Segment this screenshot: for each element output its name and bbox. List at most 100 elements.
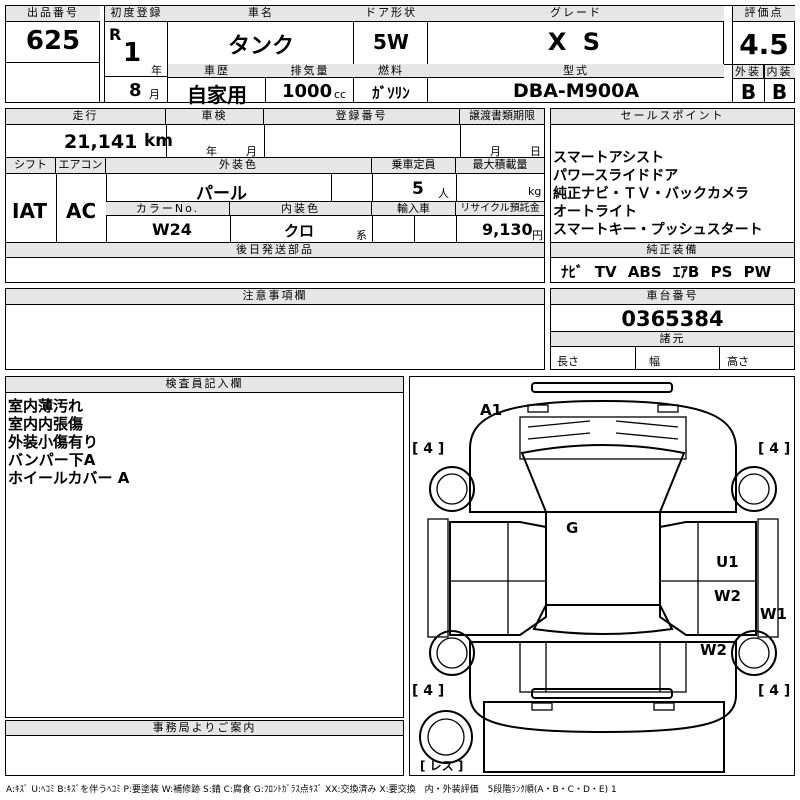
spec-label: 諸元: [551, 332, 794, 347]
mileage-value: 21,141: [64, 131, 138, 153]
damage-mark-u1: U1: [716, 553, 739, 571]
damage-mark-w1: W1: [760, 605, 787, 623]
ac-label: エアコン: [56, 158, 106, 174]
displacement-value: 1000: [282, 81, 333, 102]
sales-label: セールスポイント: [551, 109, 794, 125]
equip-item: ﾅﾋﾞ: [561, 263, 584, 281]
sales-points: セールスポイント スマートアシスト パワースライドドア 純正ナビ・ＴＶ・バックカ…: [550, 108, 795, 283]
first-reg-label: 初度登録: [105, 6, 168, 22]
type-value: DBA-M900A: [512, 80, 640, 102]
tire-tread-front-left: [ 4 ]: [412, 441, 445, 457]
person-unit: 人: [438, 187, 449, 200]
era-mark: R: [109, 25, 122, 44]
max-load-label: 最大積載量: [456, 158, 544, 174]
inspector-section: 検査員記入欄 室内薄汚れ 室内内張傷 外装小傷有り バンパー下A ホイールカバー…: [5, 376, 404, 718]
insp-year-unit: 年: [206, 145, 217, 158]
fuel-label: 燃料: [354, 64, 428, 78]
inspector-note-4: バンパー下A: [8, 451, 96, 469]
equip-list: ﾅﾋﾞ TV ABS ｴｱB PS PW: [561, 261, 771, 282]
inspector-note-1: 室内薄汚れ: [8, 397, 84, 415]
mileage-label: 走行: [6, 109, 166, 125]
import-label: 輸入車: [372, 202, 456, 216]
tire-tread-front-right: [ 4 ]: [758, 441, 791, 457]
score-value: 4.5: [739, 28, 789, 61]
width-label: 幅: [649, 355, 660, 368]
notes-label: 注意事項欄: [6, 289, 544, 305]
chassis-label: 車台番号: [551, 289, 794, 305]
chassis-number: 0365384: [621, 307, 724, 331]
model-name: タンク: [227, 34, 294, 59]
month-unit: 月: [149, 88, 160, 101]
tire-tread-rear-right: [ 4 ]: [758, 683, 791, 699]
sales-item-1: スマートアシスト: [553, 150, 665, 166]
inspector-note-3: 外装小傷有り: [8, 433, 99, 451]
later-parts-label: 後日発送部品: [6, 243, 544, 258]
color-no-label: カラーNo.: [106, 202, 230, 216]
lot-label: 出品番号: [6, 6, 100, 22]
exterior-label: 外装: [733, 65, 764, 79]
interior-grade: B: [771, 80, 788, 104]
notes-section: 注意事項欄: [5, 288, 545, 370]
inspection-label: 車検: [166, 109, 264, 125]
damage-diagram: A1 G U1 W2 W1 W2 [ 4 ] [ 4 ] [ 4 ] [ 4 ]…: [409, 376, 795, 776]
chassis-section: 車台番号 0365384 諸元 長さ 幅 高さ: [550, 288, 795, 370]
office-section: 事務局よりご案内: [5, 720, 404, 776]
fuel-value: ｶﾞｿﾘﾝ: [372, 84, 410, 102]
history-value: 自家用: [187, 83, 247, 107]
kei-unit: 系: [356, 229, 367, 242]
door-value: 5W: [373, 30, 409, 54]
reg-year: 1: [123, 38, 142, 68]
sales-item-3: 純正ナビ・ＴＶ・バックカメラ: [553, 186, 749, 202]
sales-item-2: パワースライドドア: [553, 168, 679, 184]
office-label: 事務局よりご案内: [6, 721, 403, 736]
type-label: 型式: [428, 64, 724, 78]
cc-unit: cc: [334, 88, 347, 101]
damage-mark-w2-lower: W2: [700, 641, 727, 659]
car-outline-drawing: [419, 382, 779, 773]
inspector-note-5: ホイールカバー A: [8, 469, 130, 487]
int-color-label: 内装色: [230, 202, 372, 216]
interior-label: 内装: [764, 65, 795, 79]
equip-label: 純正装備: [551, 243, 794, 258]
equip-item: ｴｱB: [672, 263, 700, 281]
km-unit: km: [144, 131, 174, 151]
damage-mark-w2-upper: W2: [714, 587, 741, 605]
year-unit: 年: [151, 64, 162, 77]
sales-item-4: オートライト: [553, 204, 637, 220]
kg-unit: kg: [528, 185, 542, 198]
damage-mark-a1: A1: [480, 401, 503, 419]
ext-color-value: パール: [196, 184, 247, 204]
exterior-grade: B: [740, 80, 757, 104]
reg-month: 8: [129, 80, 142, 101]
spare-tire-status: [ レス ]: [420, 759, 464, 773]
history-label: 車歴: [168, 64, 266, 78]
ext-color-label: 外装色: [106, 158, 372, 174]
equip-item: ABS: [627, 263, 662, 281]
lot-number: 625: [25, 26, 81, 56]
sales-item-5: スマートキー・プッシュスタート: [553, 222, 763, 238]
shift-value: IAT: [12, 199, 48, 223]
tire-tread-rear-left: [ 4 ]: [412, 683, 445, 699]
grade-label: グレード: [428, 6, 724, 22]
equip-item: TV: [594, 263, 617, 281]
damage-legend: A:ｷｽﾞ U:ﾍｺﾐ B:ｷｽﾞを伴うﾍｺﾐ P:要塗装 W:補修跡 S:錆 …: [6, 785, 617, 795]
vehicle-details: 走行 車検 登録番号 譲渡書類期限 21,141 km 年 月 月 日 シフト …: [5, 108, 545, 283]
capacity-value: 5: [412, 179, 424, 199]
equip-item: PS: [710, 263, 733, 281]
inspector-note-2: 室内内張傷: [8, 415, 84, 433]
recycle-label: リサイクル預託金: [456, 202, 544, 216]
transfer-label: 譲渡書類期限: [460, 109, 544, 125]
inspector-label: 検査員記入欄: [6, 377, 403, 393]
score-label: 評価点: [733, 6, 795, 22]
shift-label: シフト: [6, 158, 56, 174]
ac-value: AC: [66, 199, 97, 223]
equip-item: PW: [743, 263, 772, 281]
height-label: 高さ: [727, 355, 749, 368]
color-no-value: W24: [152, 220, 192, 239]
model-name-label: 車名: [168, 6, 354, 22]
displacement-label: 排気量: [266, 64, 354, 78]
length-label: 長さ: [557, 355, 579, 368]
transfer-day-unit: 日: [530, 145, 541, 158]
plate-label: 登録番号: [264, 109, 460, 125]
grade-value: X S: [547, 28, 605, 56]
